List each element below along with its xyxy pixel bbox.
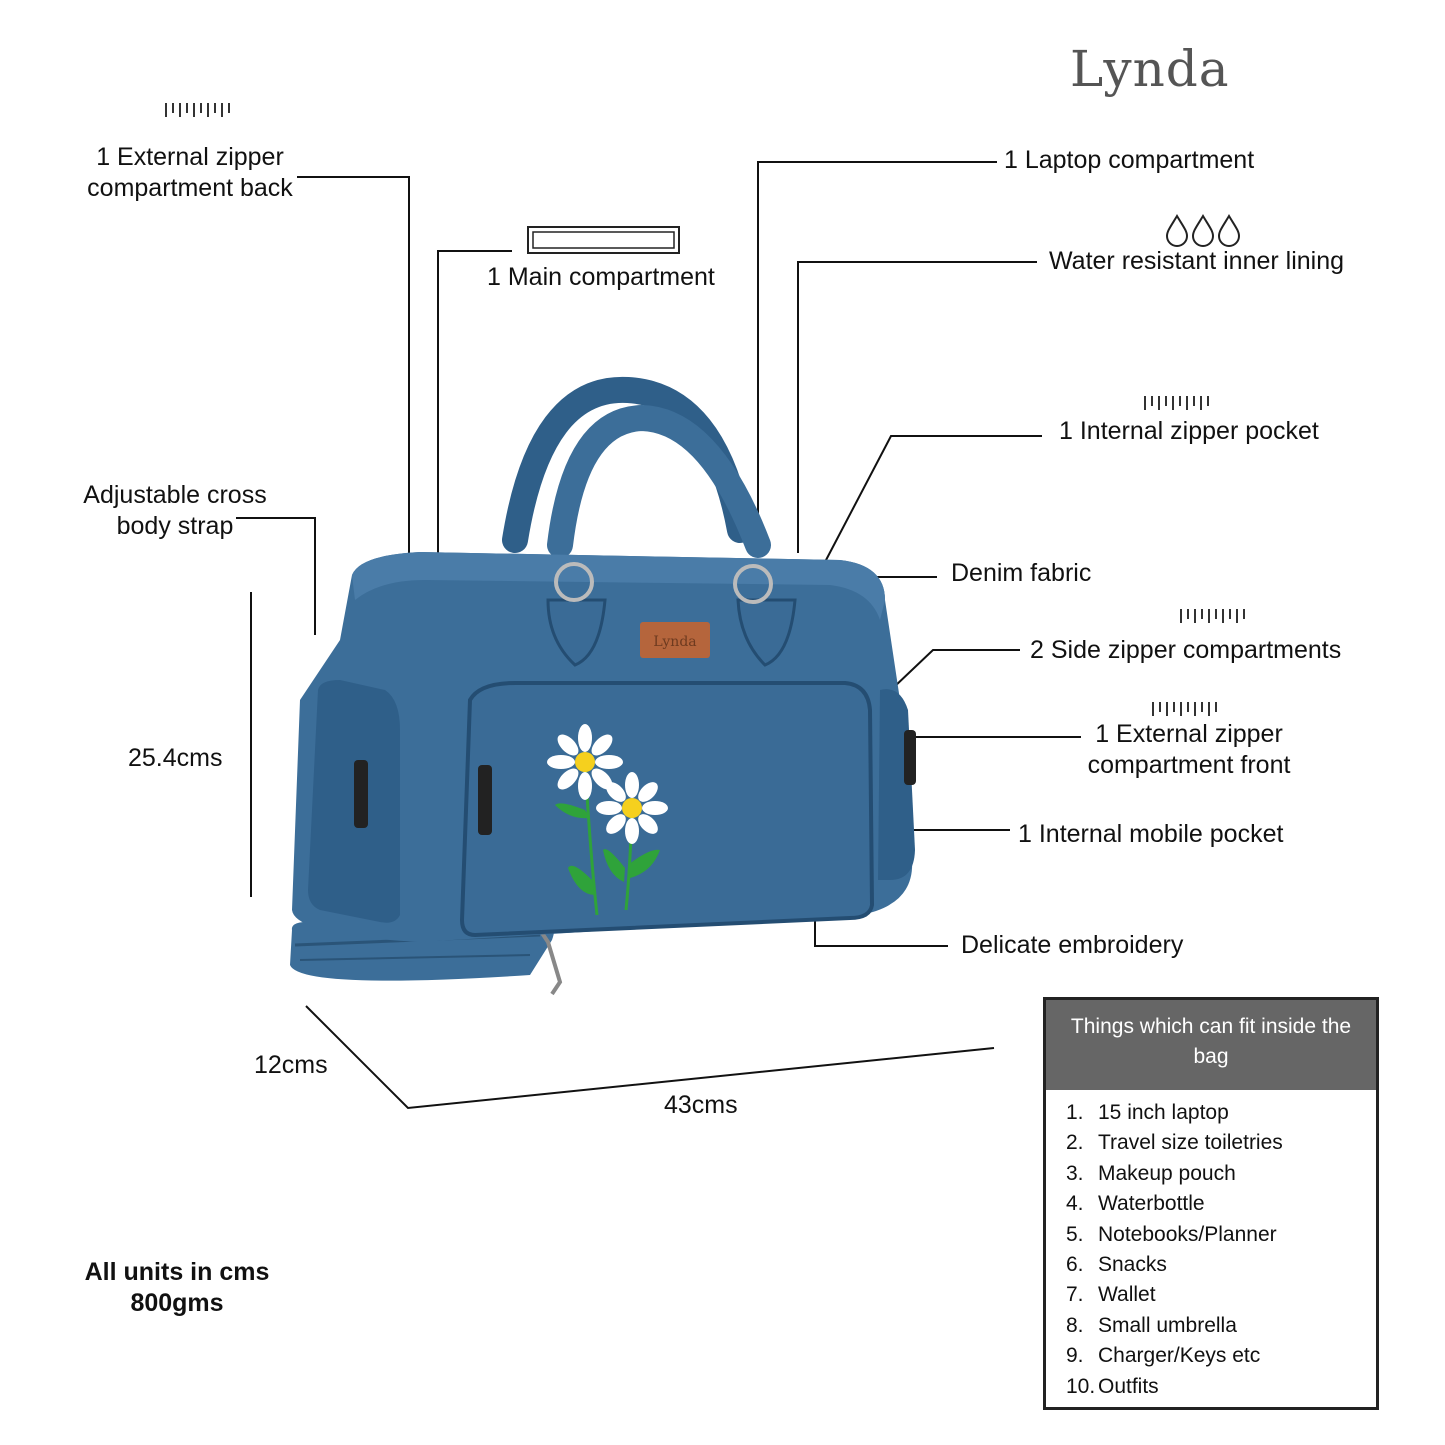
callout-internal-zipper: 1 Internal zipper pocket	[1059, 417, 1319, 445]
callout-water-resistant: Water resistant inner lining	[1049, 247, 1345, 275]
fit-list-item: 9. Charger/Keys etc	[1066, 1341, 1376, 1371]
zipper-icon	[1152, 702, 1217, 720]
units-note: All units in cms	[84, 1258, 270, 1286]
fit-list-text: Snacks	[1098, 1253, 1167, 1277]
fit-list-text: Notebooks/Planner	[1098, 1222, 1277, 1246]
callout-strap: Adjustable cross body strap	[83, 481, 267, 540]
dimension-depth: 12cms	[254, 1051, 328, 1079]
fit-list-number: 6.	[1066, 1253, 1084, 1277]
dimension-base-line	[305, 1005, 995, 1110]
fit-list-text: Outfits	[1098, 1374, 1159, 1398]
units-weight-note: All units in cms 800gms	[60, 1257, 294, 1319]
leader-strap	[236, 517, 316, 635]
fit-list-item: 1. 15 inch laptop	[1066, 1098, 1376, 1128]
zipper-icon	[1144, 396, 1209, 414]
fit-list-number: 4.	[1066, 1192, 1084, 1216]
fit-list-item: 8. Small umbrella	[1066, 1311, 1376, 1341]
leader-main-compartment	[437, 250, 512, 568]
fit-list-item: 7. Wallet	[1066, 1280, 1376, 1310]
fit-list-number: 1.	[1066, 1101, 1084, 1124]
fit-list-text: Travel size toiletries	[1098, 1131, 1283, 1155]
fit-list-text: Small umbrella	[1098, 1313, 1237, 1337]
dimension-width: 43cms	[664, 1091, 738, 1119]
brand-logo: Lynda	[1070, 40, 1230, 98]
leader-internal-zipper	[824, 435, 1042, 563]
leader-back-zipper	[297, 176, 410, 575]
fit-list-number: 3.	[1066, 1161, 1084, 1185]
fit-list-number: 2.	[1066, 1131, 1084, 1155]
leather-patch-text: Lynda	[653, 634, 696, 650]
callout-back-zipper: 1 External zipper compartment back	[87, 143, 293, 202]
fit-list-number: 5.	[1066, 1222, 1084, 1246]
bag-handles	[502, 376, 771, 558]
fit-list-text: 15 inch laptop	[1098, 1101, 1229, 1124]
dimension-height: 25.4cms	[128, 744, 223, 772]
fit-list-number: 7.	[1066, 1283, 1084, 1307]
fit-list-item: 3. Makeup pouch	[1066, 1159, 1376, 1189]
fit-list-number: 10.	[1066, 1374, 1096, 1398]
callout-front-zipper: 1 External zipper compartment front	[1087, 720, 1291, 779]
callout-laptop: 1 Laptop compartment	[1004, 146, 1255, 174]
flower-embroidery	[547, 724, 668, 916]
fit-list-text: Waterbottle	[1098, 1192, 1205, 1216]
callout-side-zippers: 2 Side zipper compartments	[1030, 636, 1342, 664]
callout-main-compartment: 1 Main compartment	[487, 263, 715, 291]
fit-list-text: Charger/Keys etc	[1098, 1344, 1261, 1368]
main-compartment-icon	[527, 226, 680, 254]
fit-list-number: 9.	[1066, 1344, 1084, 1368]
fit-list-text: Makeup pouch	[1098, 1161, 1236, 1185]
callout-embroidery: Delicate embroidery	[961, 931, 1184, 959]
fit-list-text: Wallet	[1098, 1283, 1156, 1307]
callout-denim: Denim fabric	[951, 559, 1092, 587]
leader-side-zippers	[892, 649, 1020, 689]
water-drop-icons	[1165, 214, 1241, 247]
fit-list-number: 8.	[1066, 1313, 1084, 1337]
leader-water-resistant	[797, 261, 1037, 553]
fit-list-box: Things which can fit inside the bag 1. 15…	[1043, 997, 1379, 1410]
callout-mobile-pocket: 1 Internal mobile pocket	[1018, 820, 1284, 848]
zipper-icon	[165, 103, 230, 121]
fit-list-item: 5. Notebooks/Planner	[1066, 1220, 1376, 1250]
fit-list-item: 2. Travel size toiletries	[1066, 1128, 1376, 1158]
weight-note: 800gms	[130, 1289, 224, 1317]
fit-list-item: 10.Outfits	[1066, 1372, 1376, 1402]
fit-list-title: Things which can fit inside the bag	[1046, 1000, 1376, 1090]
leader-laptop	[757, 161, 997, 555]
fit-list: 1. 15 inch laptop 2. Travel size toiletries…	[1046, 1090, 1376, 1402]
fit-list-item: 6. Snacks	[1066, 1250, 1376, 1280]
zipper-icon	[1180, 609, 1245, 627]
fit-list-item: 4. Waterbottle	[1066, 1189, 1376, 1219]
